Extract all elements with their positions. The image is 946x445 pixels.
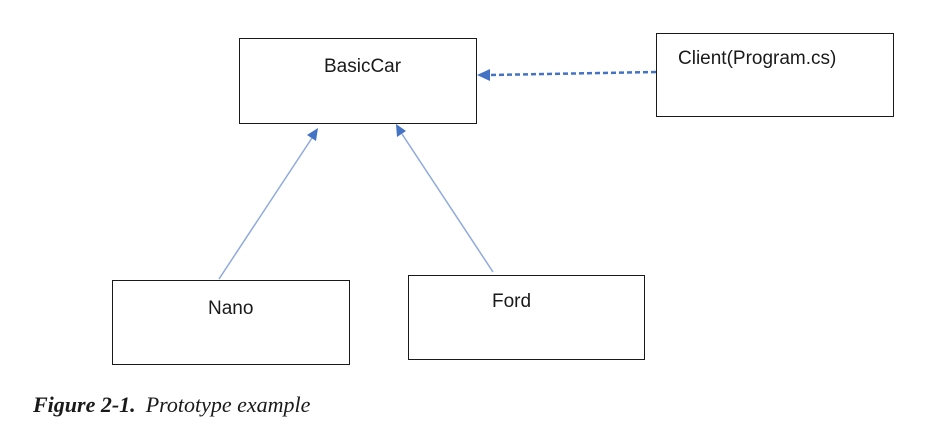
figure-number: Figure 2-1. [33,392,136,417]
ford-label: Ford [492,291,532,312]
figure-title: Prototype example [145,392,311,417]
client-to-basiccar-dashed-line [489,70,657,77]
basiccar-box: BasicCar [239,38,477,124]
client-to-basiccar-arrowhead [477,69,490,81]
ford-box: Ford [408,275,645,360]
basiccar-label: BasicCar [324,56,402,77]
nano-to-basiccar-line [218,137,313,280]
nano-label: Nano [208,298,254,319]
ford-to-basiccar-line [401,133,494,273]
nano-box: Nano [112,280,350,365]
figure-caption: Figure 2-1. Prototype example [33,392,310,418]
ford-to-basiccar-arrowhead [396,124,406,137]
client-label: Client(Program.cs) [678,48,837,69]
client-box: Client(Program.cs) [656,33,894,117]
nano-to-basiccar-arrowhead [307,128,318,141]
